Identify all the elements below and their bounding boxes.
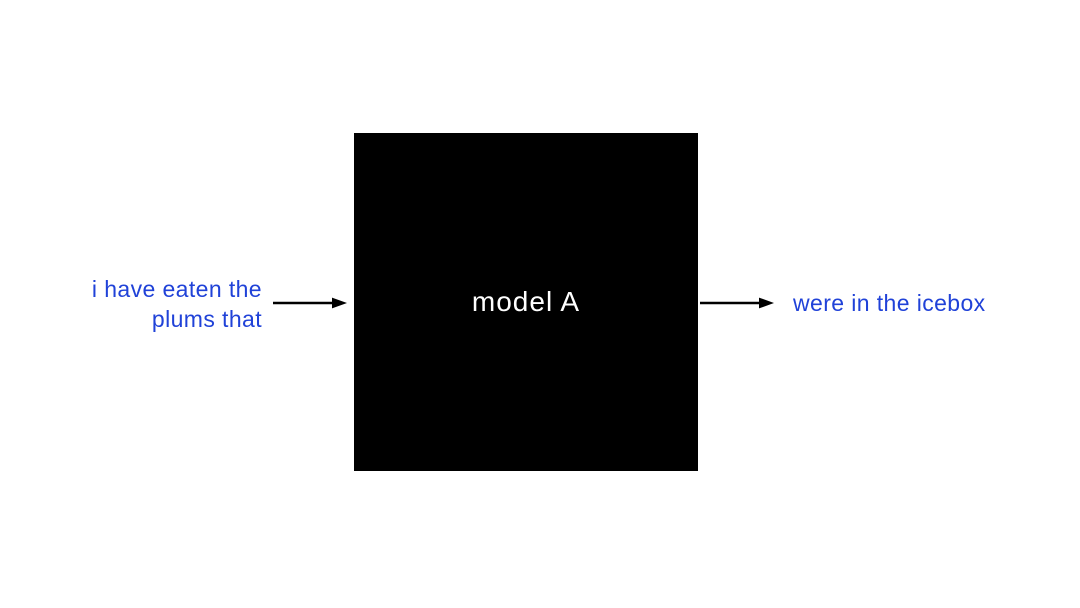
output-text: were in the icebox — [793, 290, 986, 316]
model-label: model A — [471, 286, 581, 317]
input-arrow-icon — [273, 297, 347, 309]
model-box: model A — [354, 133, 698, 471]
output-arrow-icon — [700, 297, 774, 309]
input-text: i have eaten the plums that — [91, 276, 262, 332]
